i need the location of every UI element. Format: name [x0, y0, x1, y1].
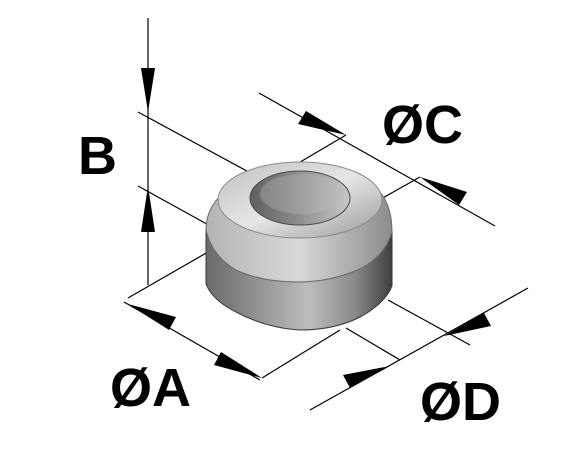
- bushing-bore-inner: [260, 174, 344, 214]
- b-arrow-bottom: [141, 186, 155, 232]
- d-arrow-right: [444, 313, 491, 336]
- label-d: ØD: [420, 372, 501, 432]
- bushing-part: [205, 161, 393, 331]
- b-extension-top: [137, 111, 257, 177]
- dimension-labels: B ØC ØA ØD: [78, 95, 501, 432]
- c-dimension-line: [258, 92, 496, 227]
- b-extension-bottom: [137, 185, 215, 229]
- a-arrow-left: [128, 304, 176, 330]
- bushing-bore: [249, 170, 351, 226]
- a-extension-left: [127, 251, 209, 299]
- d-extension-right: [387, 299, 471, 346]
- c-arrow-left: [298, 111, 346, 135]
- arrowheads: [128, 68, 491, 388]
- d-dimension-line: [309, 287, 529, 411]
- b-arrow-top: [141, 68, 155, 112]
- c-arrow-right: [420, 177, 467, 205]
- a-extension-right: [261, 329, 341, 379]
- a-arrow-right: [214, 352, 262, 378]
- d-extension-left: [345, 327, 401, 361]
- d-arrow-left: [343, 366, 390, 388]
- label-c: ØC: [382, 95, 463, 155]
- label-b: B: [78, 126, 117, 186]
- label-a: ØA: [110, 358, 191, 418]
